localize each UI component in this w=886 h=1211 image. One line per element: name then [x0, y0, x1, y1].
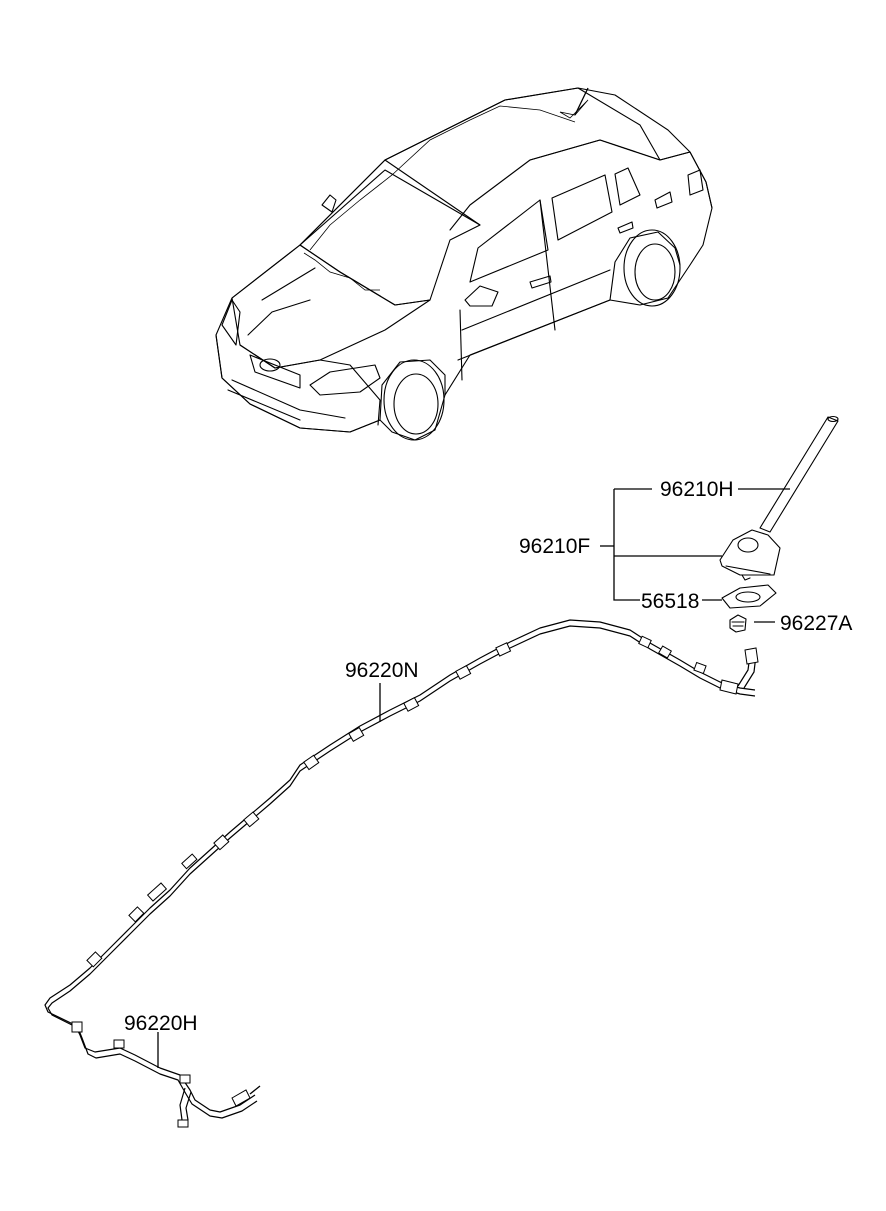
part-label-feeder-cable-roof: 96220N: [345, 659, 419, 682]
vehicle-illustration: [215, 87, 713, 441]
antenna-pole-drawing: [759, 415, 839, 533]
part-label-antenna-assembly: 96210F: [519, 535, 590, 558]
antenna-components: [719, 415, 839, 633]
nut-drawing: [729, 614, 747, 633]
part-label-antenna-pole: 96210H: [660, 478, 734, 501]
part-label-feeder-cable-main: 96220H: [124, 1012, 198, 1035]
antenna-base-drawing: [719, 529, 781, 581]
feeder-cable-harness: [44, 619, 759, 1128]
part-label-nut: 96227A: [780, 612, 852, 635]
part-label-gasket: 56518: [641, 590, 699, 613]
gasket-drawing: [721, 584, 777, 609]
leader-lines: [157, 488, 790, 1068]
